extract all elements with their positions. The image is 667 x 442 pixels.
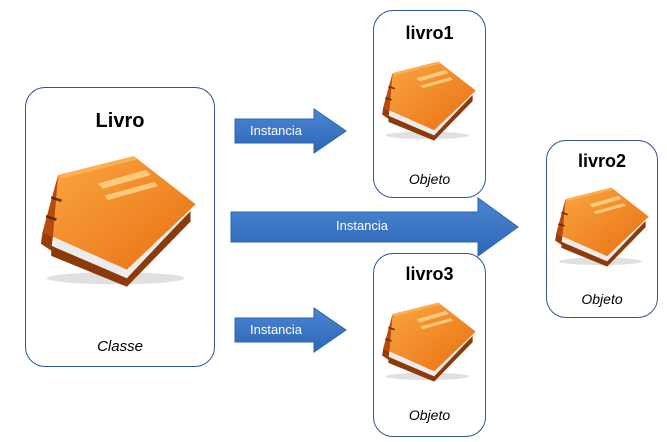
book-icon bbox=[378, 57, 482, 141]
object-caption: Objeto bbox=[581, 291, 623, 307]
instancia-arrow-livro2 bbox=[230, 197, 519, 257]
book-icon bbox=[551, 183, 655, 267]
class-box: Livro Classe bbox=[25, 87, 215, 367]
class-title: Livro bbox=[95, 110, 145, 132]
object-box-livro2: livro2 Objeto bbox=[546, 140, 658, 318]
instancia-label: Instancia bbox=[250, 322, 303, 337]
class-caption: Classe bbox=[97, 338, 143, 355]
object-title: livro2 bbox=[577, 151, 627, 171]
instancia-label: Instancia bbox=[336, 218, 389, 233]
instancia-arrow-livro1 bbox=[234, 108, 347, 154]
instancia-arrow-livro3 bbox=[234, 307, 347, 353]
object-box-livro1: livro1 Objeto bbox=[373, 10, 486, 198]
object-title: livro1 bbox=[405, 23, 454, 43]
object-title: livro3 bbox=[405, 264, 454, 284]
object-box-livro3: livro3 Objeto bbox=[373, 253, 486, 437]
instancia-label: Instancia bbox=[250, 123, 303, 138]
book-icon bbox=[34, 148, 206, 288]
object-caption: Objeto bbox=[408, 407, 451, 423]
book-icon bbox=[378, 298, 482, 382]
object-caption: Objeto bbox=[408, 171, 451, 187]
